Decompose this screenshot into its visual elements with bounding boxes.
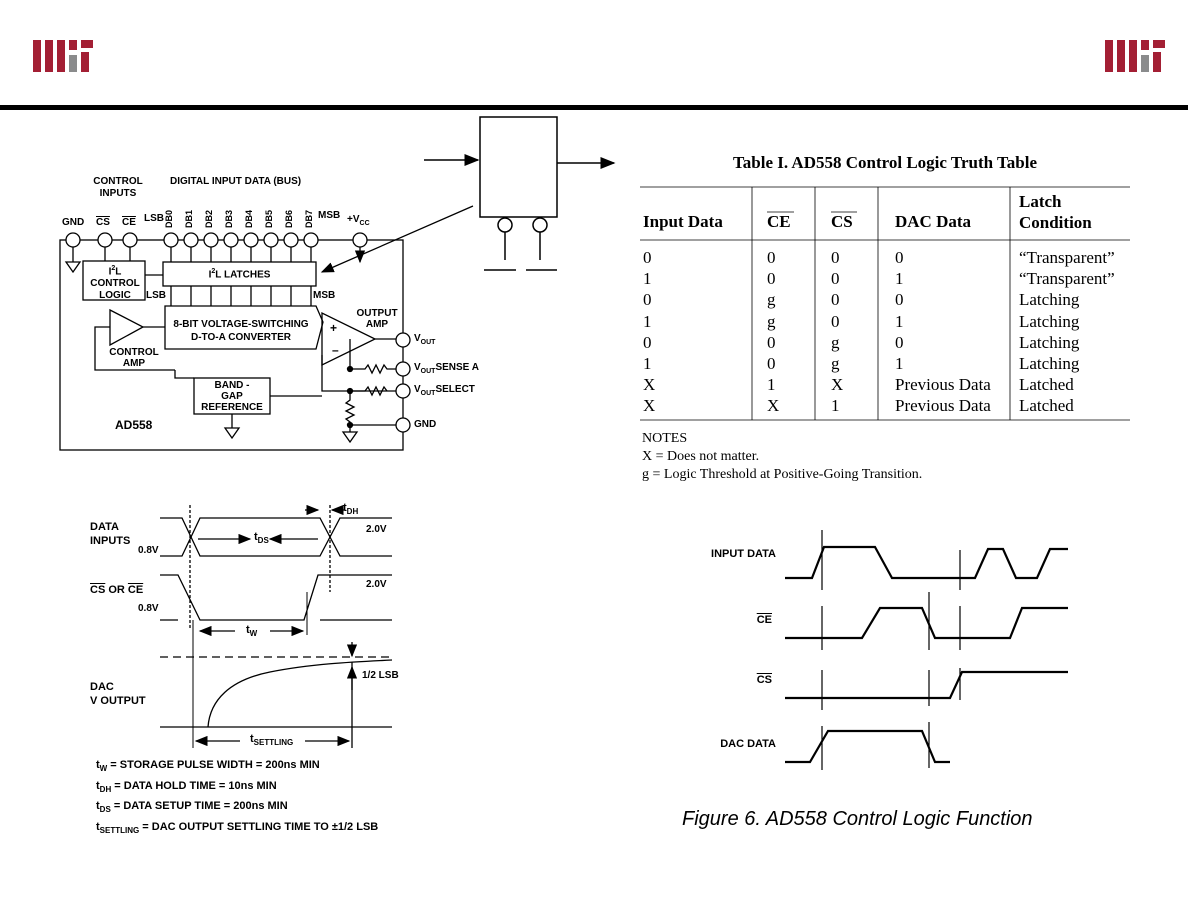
v08-label-2: 0.8V [138,603,159,614]
lsb-label-2: LSB [146,290,166,301]
vcc-label: +VCC [347,214,370,227]
db0-label: DB0 [164,209,174,228]
vout-select-label: VOUTSELECT [414,384,475,397]
fig6-input-data-label: INPUT DATA [711,548,776,560]
db1-label: DB1 [184,209,194,228]
msb-label-2: MSB [313,290,336,301]
table-title: Table I. AD558 Control Logic Truth Table [732,153,1038,172]
tsettling-label: tSETTLING [250,733,294,748]
db4-label: DB4 [244,209,254,228]
header-input-data: Input Data [643,212,723,231]
timing-legend: tW = STORAGE PULSE WIDTH = 200ns MIN tDH… [96,759,379,836]
vout-label: VOUT [414,333,436,346]
lsb-label: LSB [144,213,164,224]
header-cs: CS [831,212,853,231]
tw-label: tW [246,624,258,639]
table-row: 0 [643,248,652,267]
v20-label-2: 2.0V [366,579,387,590]
chip-name: AD558 [115,418,153,432]
cs-or-ce-label: CS OR CE [90,584,144,596]
fig6-caption: Figure 6. AD558 Control Logic Function [682,808,1033,830]
v08-label-1: 0.8V [138,545,159,556]
mit-logo-right [1105,40,1165,72]
vout-sense-label: VOUTSENSE A [414,362,479,375]
digital-input-label: DIGITAL INPUT DATA (BUS) [170,176,302,187]
tds-label: tDS [254,531,269,546]
ce-label: CE [122,217,136,228]
db3-label: DB3 [224,209,234,228]
v20-label-1: 2.0V [366,524,387,535]
half-lsb-label: 1/2 LSB [362,670,399,681]
header-ce: CE [767,212,791,231]
fig6-ce-label: CE [756,614,772,626]
header-rule [0,105,1188,110]
latch-sketch [424,116,616,271]
cs-label: CS [96,217,110,228]
db5-label: DB5 [264,209,274,228]
fig6-dac-data-label: DAC DATA [720,738,776,750]
gnd-label-2: GND [414,419,437,430]
db7-label: DB7 [304,209,314,228]
msb-label: MSB [318,210,341,221]
fig6-cs-label: CS [756,674,772,686]
gnd-label: GND [62,217,85,228]
fig6-waveforms [785,530,1068,770]
plus-sign: + [330,321,338,335]
db2-label: DB2 [204,209,214,228]
header-dac-data: DAC Data [895,212,972,231]
mit-logo-left [33,40,93,72]
minus-sign: – [332,343,339,357]
timing-diagram [160,504,393,748]
truth-table-lines [640,186,1130,421]
ad558-block-diagram [59,205,474,451]
tdh-label: tDH [343,502,359,517]
db6-label: DB6 [284,209,294,228]
latches-label: I2L LATCHES [208,268,271,281]
